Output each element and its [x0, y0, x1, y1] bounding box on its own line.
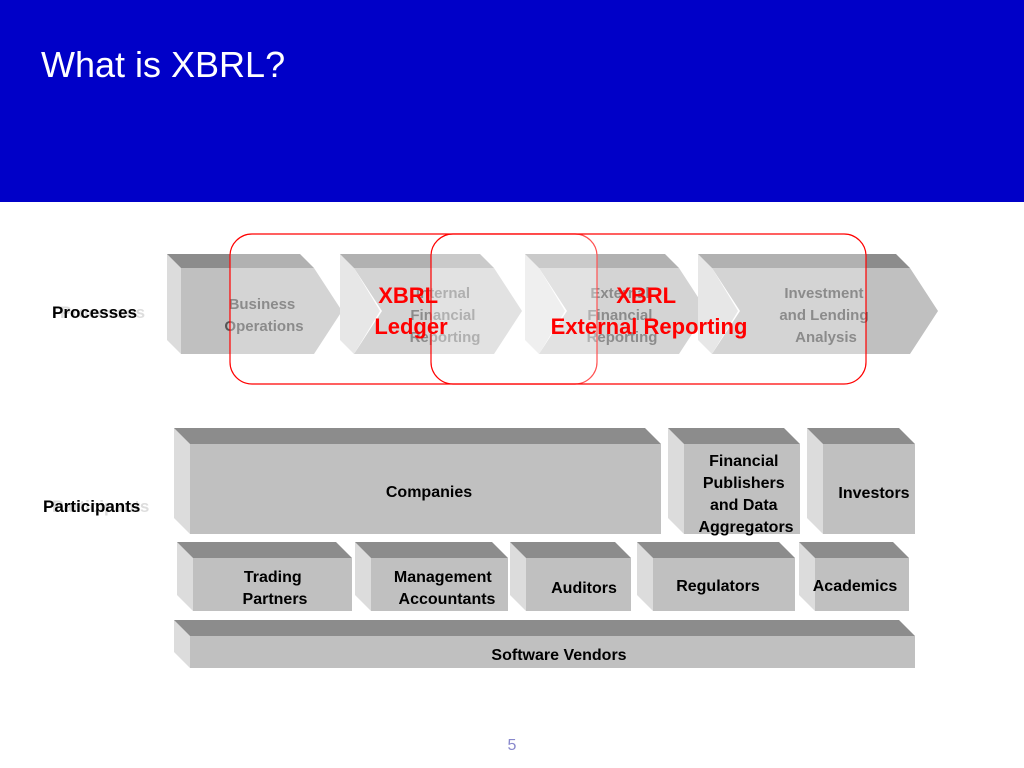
- process-chevron-internal-financial-reporting: Internal Financial Reporting: [340, 254, 522, 354]
- participant-box-investors: Investors: [807, 428, 915, 534]
- participant-auditors-text: Auditors: [551, 580, 617, 597]
- process-business-operations-text: Business Operations: [224, 296, 303, 335]
- participant-trading-partners-text: Trading Partners: [243, 569, 308, 608]
- participant-software-vendors-text: Software Vendors: [491, 647, 626, 664]
- process-external-reporting-text: External Financial Reporting: [587, 285, 658, 346]
- participant-box-trading-partners: Trading Partners: [177, 542, 352, 611]
- page-number: 5: [507, 737, 517, 754]
- xbrl-external-reporting-label: XBRL External Reporting: [551, 283, 748, 339]
- xbrl-ledger-highlight: [229, 233, 598, 385]
- process-investment-analysis-text: Investment and Lending Analysis: [779, 285, 872, 346]
- participant-box-regulators: Regulators: [637, 542, 795, 611]
- participant-financial-publishers-text: Financial Publishers and Data Aggregator…: [698, 453, 793, 536]
- process-chevron-external-financial-reporting: External Financial Reporting: [525, 254, 707, 354]
- process-chevron-business-operations: Business Operations: [167, 254, 342, 354]
- processes-label: Processes: [52, 303, 137, 322]
- participant-box-companies: Companies: [174, 428, 661, 534]
- participant-box-software-vendors: Software Vendors: [174, 620, 915, 668]
- participant-management-accountants-text: Management Accountants: [394, 569, 496, 608]
- slide-title: What is XBRL?: [41, 44, 286, 85]
- participant-companies-text: Companies: [386, 484, 472, 501]
- title-banner: [0, 0, 1024, 202]
- participant-box-financial-publishers: Financial Publishers and Data Aggregator…: [668, 428, 800, 536]
- xbrl-external-reporting-highlight: [430, 233, 867, 385]
- participants-label: Participants: [43, 497, 140, 516]
- participant-box-auditors: Auditors: [510, 542, 631, 611]
- processes-label-ghost: Processes: [60, 303, 145, 322]
- participants-label-ghost: Participants: [52, 497, 149, 516]
- participant-regulators-text: Regulators: [676, 578, 760, 595]
- process-chevron-investment-lending-analysis: Investment and Lending Analysis: [698, 254, 938, 354]
- participant-academics-text: Academics: [813, 578, 898, 595]
- participant-investors-text: Investors: [838, 485, 909, 502]
- participant-box-management-accountants: Management Accountants: [355, 542, 508, 611]
- process-internal-reporting-text: Internal Financial Reporting: [410, 285, 481, 346]
- xbrl-ledger-label: XBRL Ledger: [374, 283, 448, 339]
- participant-box-academics: Academics: [799, 542, 909, 611]
